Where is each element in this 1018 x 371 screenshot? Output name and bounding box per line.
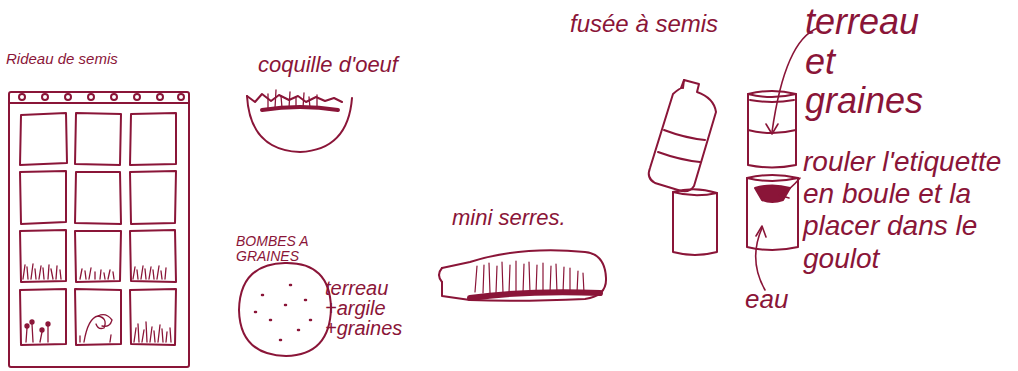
section-title: Rideau de semis xyxy=(6,50,186,67)
bottle-greenhouse xyxy=(439,250,606,300)
callout-note: terreau et graines xyxy=(805,2,950,121)
section-title: mini serres. xyxy=(452,205,602,230)
callout-note: rouler l'etiquette en boule et la placer… xyxy=(803,146,1015,275)
section-title: coquille d'oeuf xyxy=(258,52,408,77)
ingredient-note: terreau +argile +graines xyxy=(325,278,410,338)
seed-curtain xyxy=(9,92,189,367)
callout-note: eau xyxy=(745,285,805,315)
section-title: BOMBES A GRAINES xyxy=(236,234,316,263)
egg-shell xyxy=(247,90,352,152)
seed-bomb xyxy=(239,263,331,356)
section-title: fusée à semis xyxy=(570,10,750,38)
